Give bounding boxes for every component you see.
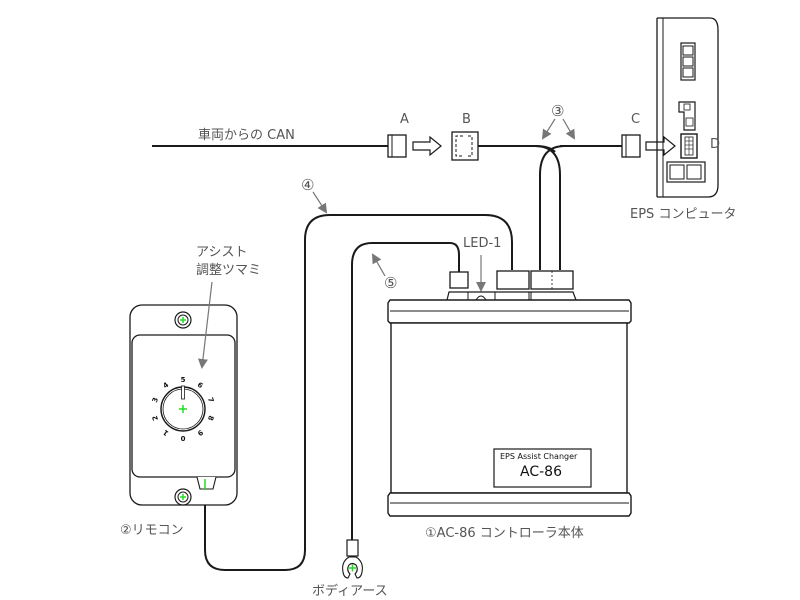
dial-scale-mark: 6	[196, 381, 205, 390]
connector-d-label: D	[710, 137, 721, 152]
body-earth-terminal	[342, 539, 363, 579]
cable-5	[351, 242, 460, 540]
connector-a[interactable]	[387, 134, 407, 158]
dial-scale-mark: 3	[151, 396, 160, 403]
cable-3-label: ③	[551, 102, 565, 120]
cable-4-label: ④	[301, 176, 315, 194]
controller-connectors	[446, 270, 577, 301]
dial-scale-mark: 1	[162, 428, 171, 437]
remote-label: ②リモコン	[120, 523, 184, 538]
dial-scale-mark: 2	[151, 414, 160, 421]
led-1	[475, 295, 487, 301]
can-label: 車両からの CAN	[198, 128, 295, 143]
nameplate	[493, 448, 592, 488]
dial-scale-mark: 7	[206, 396, 215, 403]
dial-pointer	[181, 385, 185, 400]
screw-top	[174, 311, 192, 329]
assist-knob-label-2: 調整ツマミ	[196, 263, 262, 278]
nameplate-line-1: EPS Assist Changer	[500, 452, 578, 461]
eps-computer-label: EPS コンピュータ	[630, 207, 737, 222]
cable-4-pointer	[312, 191, 328, 214]
led-1-label: LED-1	[463, 236, 502, 251]
body-earth-label: ボディアース	[312, 584, 388, 599]
connector-d[interactable]	[680, 133, 698, 159]
screw-bottom	[174, 488, 192, 506]
connector-c-label: C	[631, 112, 641, 127]
cable-3-right	[534, 145, 561, 270]
assist-knob-label-1: アシスト	[196, 245, 248, 260]
controller-body	[387, 299, 632, 517]
connector-cable-4[interactable]	[496, 270, 530, 290]
mate-arrow-ab	[412, 135, 442, 157]
dial-scale-mark: 9	[196, 428, 205, 437]
eps-computer	[656, 17, 719, 198]
connector-a-label: A	[400, 112, 409, 127]
cable-4	[204, 214, 513, 571]
dial-scale: 0 12 34 5 67 89	[151, 376, 215, 442]
dial-scale-mark: 4	[162, 381, 171, 390]
controller-label: ①AC-86 コントローラ本体	[425, 526, 584, 541]
dial-scale-mark: 5	[181, 376, 186, 384]
assist-dial[interactable]	[160, 385, 206, 432]
connector-c[interactable]	[621, 134, 641, 158]
remote-control: 0 12 34 5 67 89	[129, 304, 238, 506]
cable-3-left	[539, 145, 566, 270]
cable-3-pointer-right	[562, 118, 576, 140]
connector-b[interactable]	[451, 131, 479, 161]
cable-5-label: ⑤	[384, 274, 398, 292]
assist-knob-pointer	[197, 281, 213, 369]
mate-arrow-cd	[645, 135, 676, 157]
cable-5-pointer	[372, 253, 386, 277]
cable-3-pointer-left	[541, 118, 556, 140]
dial-scale-mark: 8	[206, 414, 215, 421]
connector-cable-5[interactable]	[449, 271, 469, 289]
connector-b-label: B	[462, 112, 471, 127]
dial-scale-mark: 0	[180, 434, 185, 442]
nameplate-line-2: AC-86	[520, 464, 562, 480]
